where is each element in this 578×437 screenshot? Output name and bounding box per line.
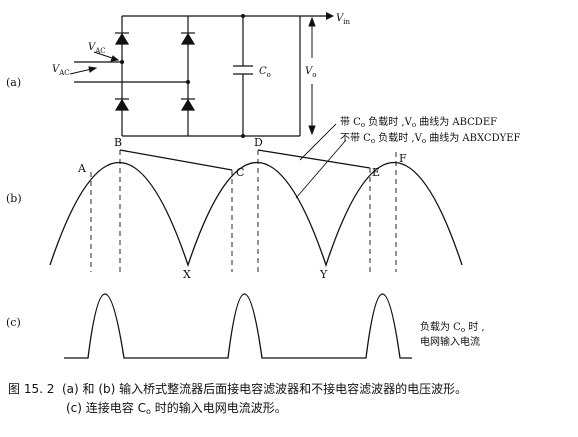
capacitor-label: Co bbox=[259, 66, 271, 79]
vo-arrows bbox=[308, 16, 316, 136]
vin-arrow bbox=[326, 12, 334, 20]
vac-label-lower: VAC bbox=[52, 64, 70, 77]
point-label-d: D bbox=[254, 136, 263, 149]
current-note-line2: 电网输入电流 bbox=[420, 335, 480, 348]
caption-figure-number: 图 15. 2 bbox=[8, 382, 55, 396]
vin-label: Vin bbox=[336, 13, 350, 26]
hold-line-b-c bbox=[119, 149, 233, 171]
point-label-b: B bbox=[114, 136, 122, 149]
circuit-junctions bbox=[120, 14, 245, 138]
point-label-a: A bbox=[77, 162, 87, 175]
dashed-guides bbox=[90, 150, 397, 272]
junction-dot bbox=[241, 134, 245, 138]
vac-arrows bbox=[69, 51, 120, 75]
legend-with-capacitor: 带 Co 负载时 ,Vo 曲线为 ABCDEF bbox=[340, 115, 497, 129]
waveform-point-labels: A B C D E F X Y bbox=[77, 136, 407, 281]
caption-text-2-prefix: (c) 连接电容 C bbox=[66, 401, 146, 415]
diode-top-right bbox=[180, 32, 196, 45]
point-label-x: X bbox=[183, 268, 191, 281]
panel-label-a: (a) bbox=[6, 76, 21, 89]
rectified-sine-curve bbox=[49, 162, 463, 268]
caption-text-2-sub: o bbox=[145, 407, 151, 416]
caption-text-2-suffix: 时的输入电网电流波形。 bbox=[150, 401, 287, 415]
vac-label-upper: VAC bbox=[88, 42, 106, 55]
hold-line-d-e bbox=[257, 149, 371, 169]
junction-dot bbox=[186, 80, 190, 84]
figure-caption: 图 15. 2 (a) 和 (b) 输入桥式整流器后面接电容滤波器和不接电容滤波… bbox=[8, 380, 574, 421]
leader-with-cap bbox=[299, 123, 337, 161]
input-current-waveform bbox=[64, 293, 412, 359]
junction-dot bbox=[241, 14, 245, 18]
panel-label-b: (b) bbox=[6, 192, 22, 205]
panel-label-c: (c) bbox=[6, 316, 21, 329]
diode-bottom-right bbox=[180, 98, 196, 111]
legend-without-capacitor: 不带 Co 负载时 ,Vo 曲线为 ABXCDYEF bbox=[340, 131, 520, 145]
bridge-rectifier-circuit bbox=[74, 15, 326, 137]
leader-no-cap bbox=[295, 139, 347, 199]
voltage-waveform bbox=[49, 149, 463, 268]
point-label-y: Y bbox=[319, 268, 328, 281]
caption-text-1: (a) 和 (b) 输入桥式整流器后面接电容滤波器和不接电容滤波器的电压波形。 bbox=[62, 382, 468, 396]
caption-line-2: (c) 连接电容 Co 时的输入电网电流波形。 bbox=[8, 399, 574, 421]
diode-bottom-left bbox=[114, 98, 130, 111]
bridge-diodes bbox=[114, 32, 196, 111]
junction-dot bbox=[120, 60, 124, 64]
point-label-e: E bbox=[372, 166, 380, 179]
point-label-c: C bbox=[236, 166, 244, 179]
caption-line-1: 图 15. 2 (a) 和 (b) 输入桥式整流器后面接电容滤波器和不接电容滤波… bbox=[8, 380, 574, 399]
vo-label: Vo bbox=[305, 66, 316, 79]
current-pulse-train bbox=[64, 293, 412, 359]
point-label-f: F bbox=[399, 152, 407, 165]
current-note-line1: 负载为 Co 时 , bbox=[420, 320, 485, 334]
diode-top-left bbox=[114, 32, 130, 45]
annotation-leaders bbox=[295, 123, 347, 199]
